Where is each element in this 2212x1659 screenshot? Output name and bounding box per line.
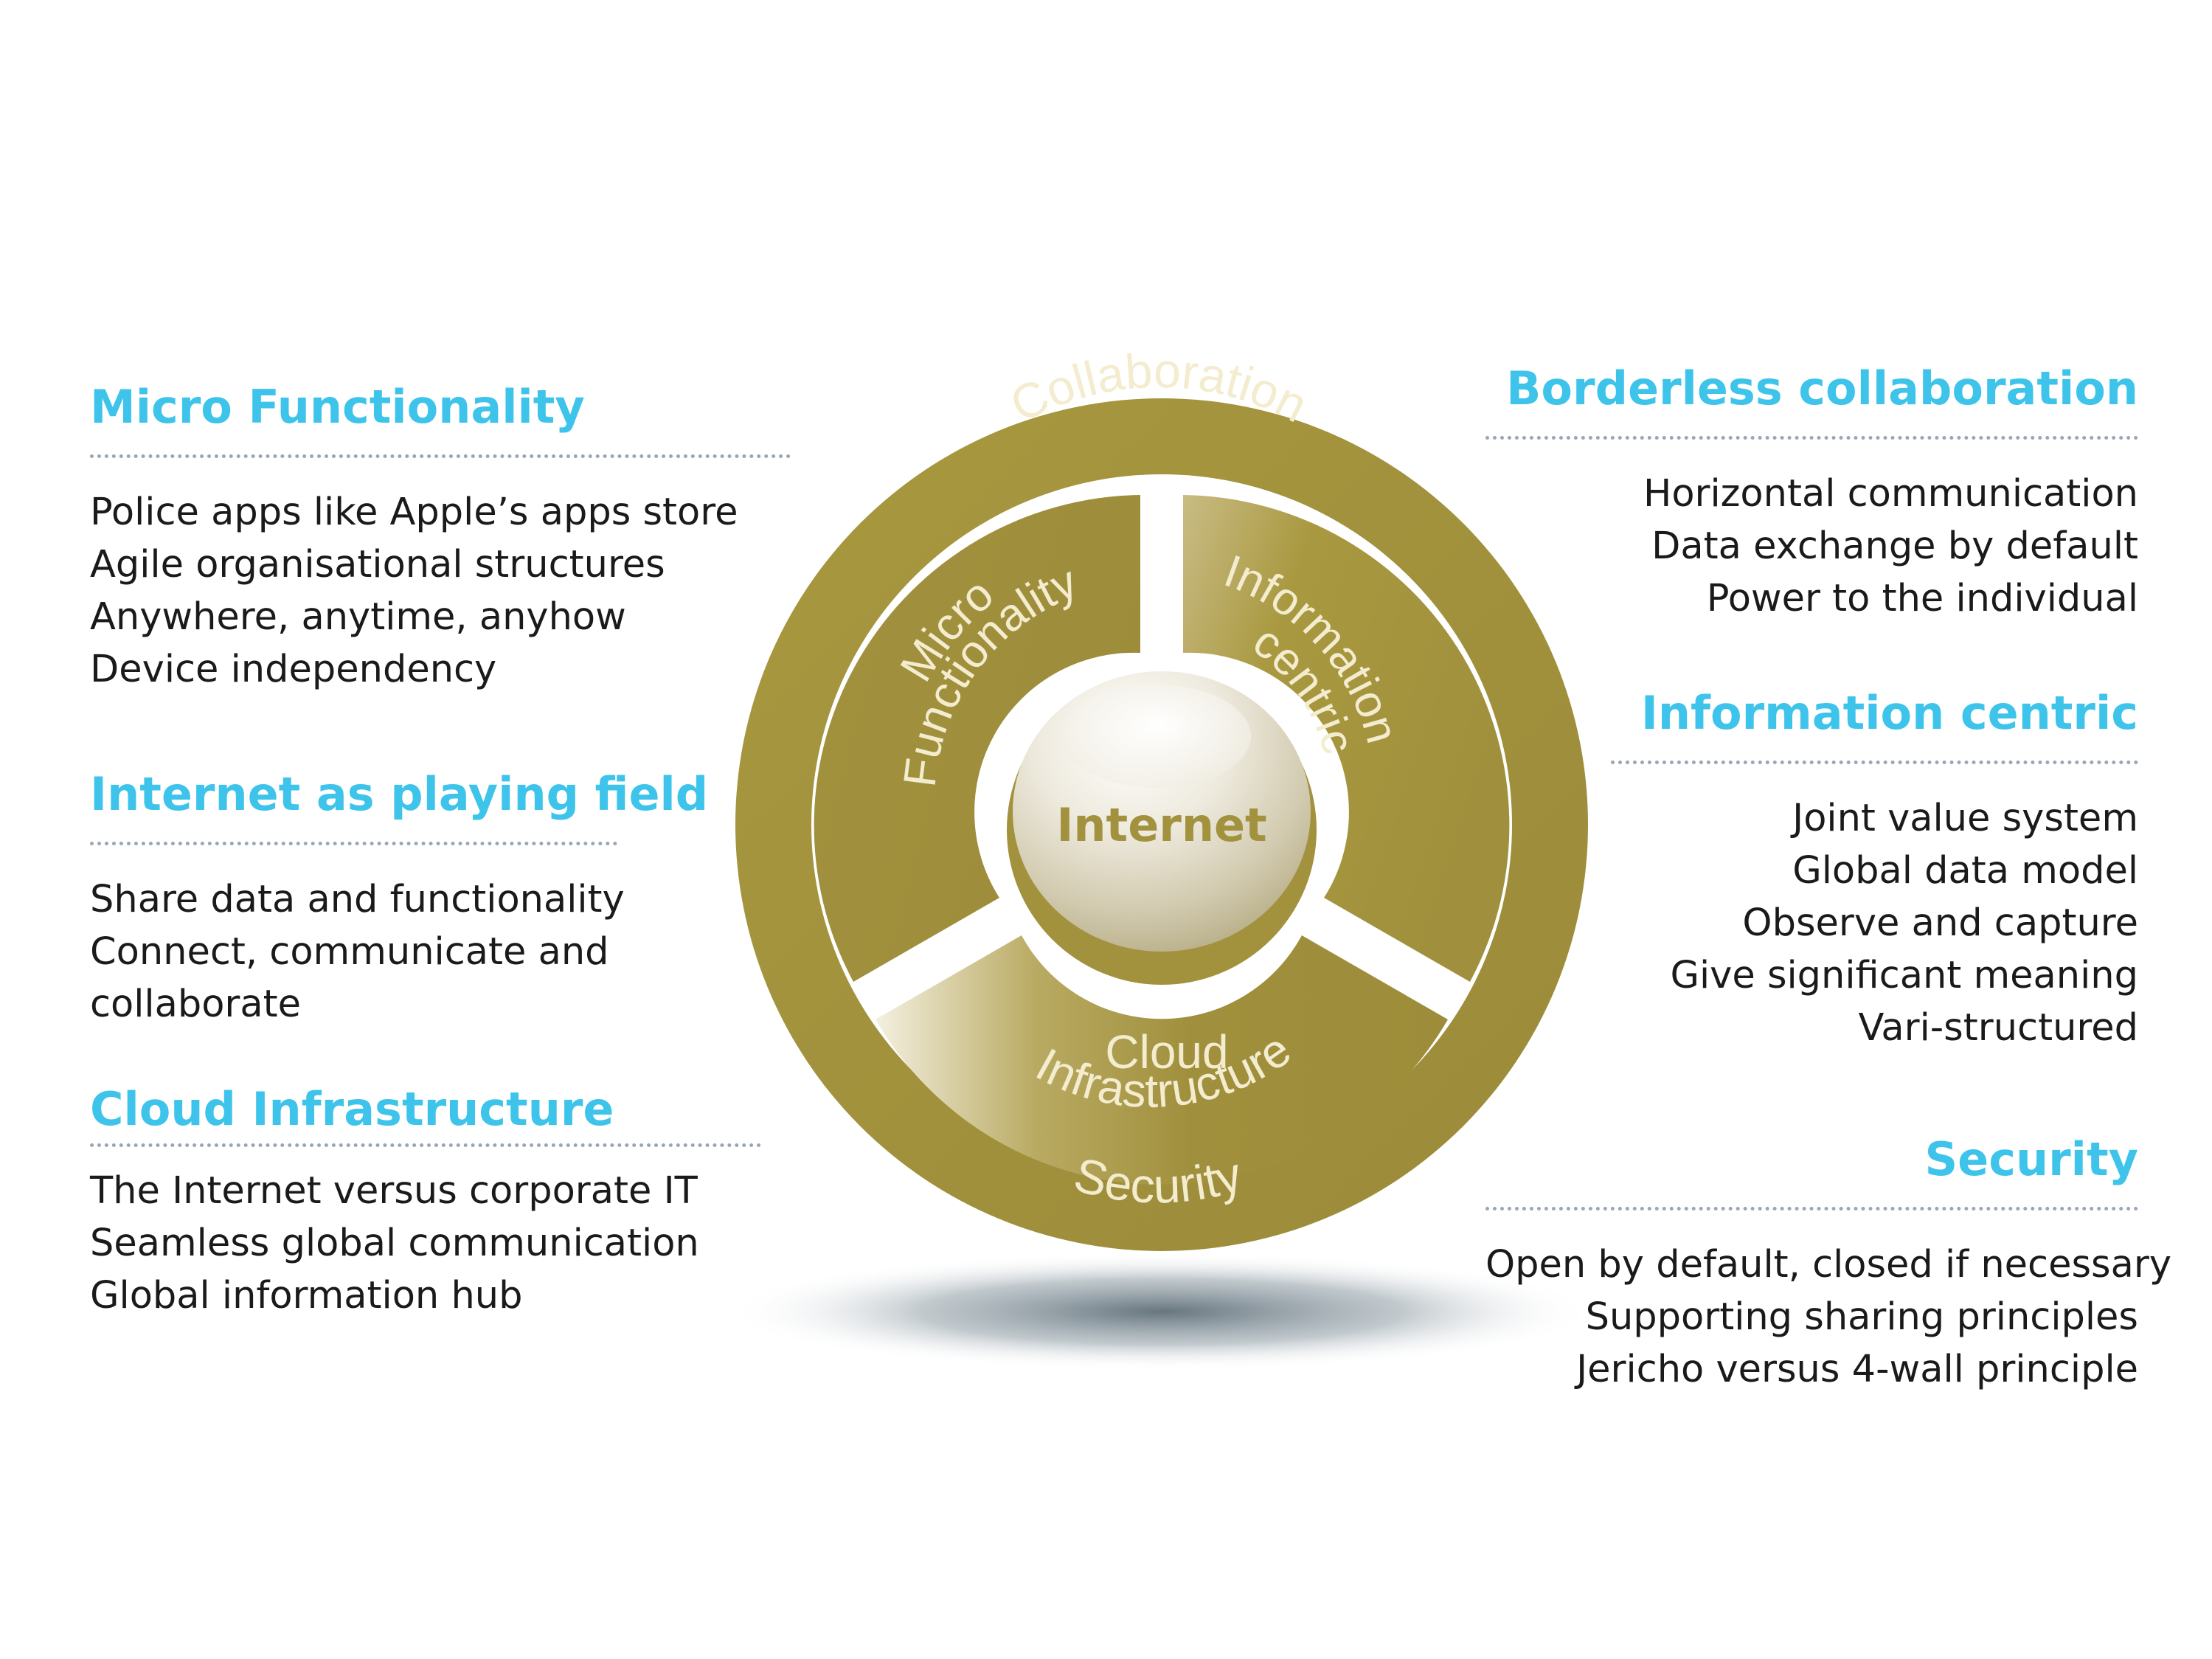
list-item: Jericho versus 4-wall principle [1576,1348,2138,1392]
list-item: Data exchange by default [1651,524,2138,569]
list-item: Power to the individual [1706,577,2138,621]
list-item: Seamless global communication [90,1222,699,1266]
segment-micro-functionality [814,495,1140,982]
segment-label-cloud-line1: Cloud [1105,1025,1228,1078]
list-item: Connect, communicate and [90,930,609,974]
list-item: Open by default, closed if necessary [1485,1243,2172,1287]
list-item: Observe and capture [1742,901,2138,946]
ground-shadow [727,1253,1597,1371]
dotted-divider [1611,761,2138,765]
section-title: Borderless collaboration [1506,361,2138,415]
list-item: Police apps like Apple’s apps store [90,491,738,535]
dotted-divider [90,842,617,846]
section-internet-as-playing-field: Internet as playing field Share data and… [90,767,709,1031]
dotted-divider [1485,436,2138,440]
segment-information-centric [1183,495,1510,982]
list-item: Supporting sharing principles [1585,1295,2138,1340]
list-item: Anywhere, anytime, anyhow [90,595,626,640]
item-list: The Internet versus corporate IT Seamles… [90,1165,761,1322]
segment-cloud-infrastructure [876,935,1448,1185]
list-item: Vari-structured [1858,1006,2138,1050]
list-item: Agile organisational structures [90,543,665,587]
list-item: Device independency [90,648,497,692]
list-item: Global data model [1792,849,2138,893]
section-title: Internet as playing field [90,767,709,821]
section-security: Security Open by default, closed if nece… [1485,1132,2172,1396]
list-item: collaborate [90,983,302,1027]
section-information-centric: Information centric Joint value system G… [1611,688,2138,1054]
section-micro-functionality: Micro Functionality Police apps like App… [90,380,791,696]
list-item: Share data and functionality [90,878,625,922]
section-title: Information centric [1640,686,2138,740]
item-list: Open by default, closed if necessary Sup… [1485,1239,2172,1396]
section-title: Micro Functionality [90,380,585,434]
list-item: Global information hub [90,1274,523,1318]
dotted-divider [90,1143,761,1148]
item-list: Police apps like Apple’s apps store Agil… [90,486,791,696]
dotted-divider [1485,1207,2138,1211]
item-list: Horizontal communication Data exchange b… [1485,468,2138,625]
list-item: Horizontal communication [1643,472,2138,516]
item-list: Joint value system Global data model Obs… [1611,792,2138,1054]
section-title: Security [1924,1132,2138,1186]
section-cloud-infrastructure: Cloud Infrastructure The Internet versus… [90,1084,761,1322]
list-item: Give significant meaning [1670,954,2138,998]
section-borderless-collaboration: Borderless collaboration Horizontal comm… [1485,361,2138,625]
sphere-highlight [1062,685,1251,788]
dotted-divider [90,454,791,459]
item-list: Share data and functionality Connect, co… [90,873,625,1031]
list-item: The Internet versus corporate IT [90,1169,698,1213]
section-title: Cloud Infrastructure [90,1082,614,1136]
list-item: Joint value system [1792,797,2138,841]
center-label-internet: Internet [1056,798,1266,852]
